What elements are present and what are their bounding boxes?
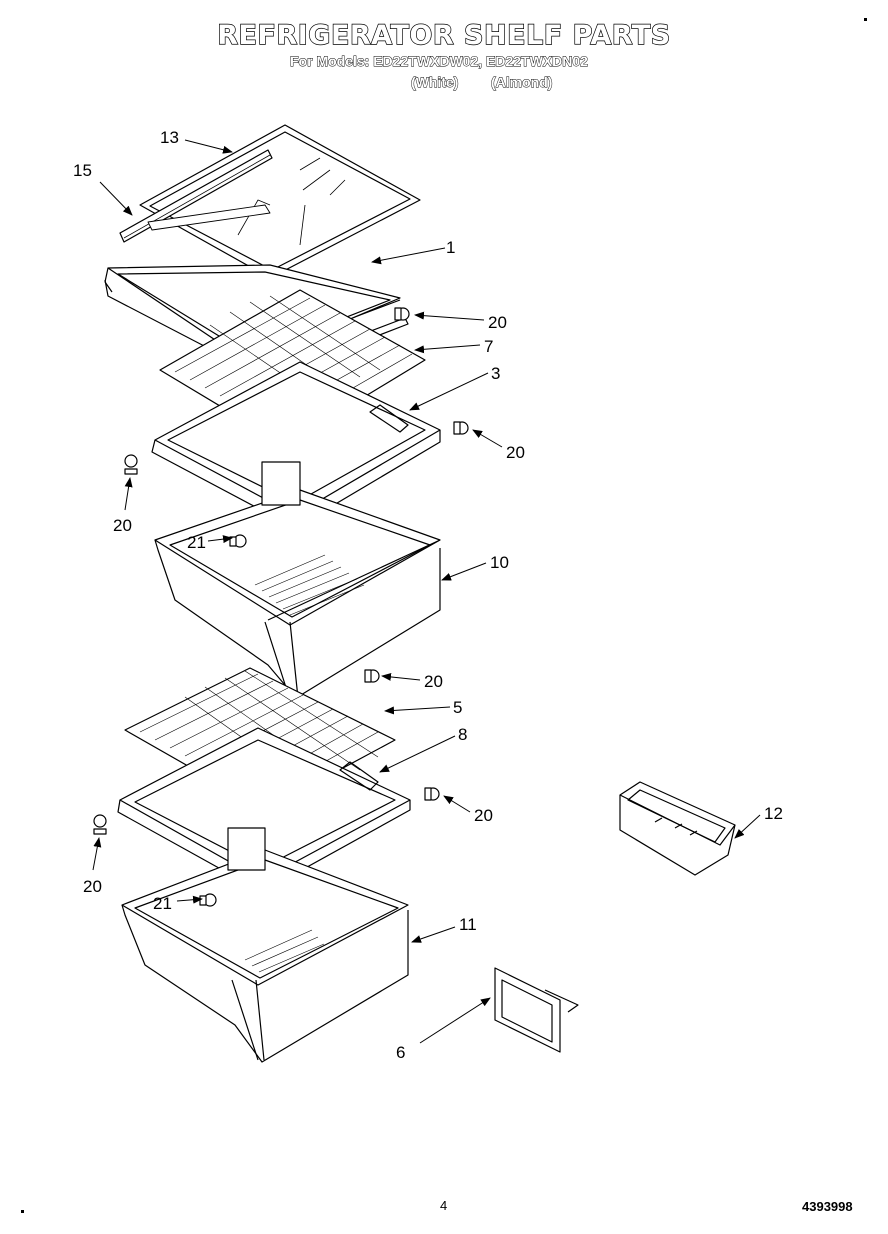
callout-11: 11 — [459, 915, 477, 934]
callout-20-a: 20 — [488, 313, 507, 332]
leader-3 — [409, 372, 489, 411]
upper-crisper-drawer-part — [154, 461, 441, 701]
callout-10: 10 — [490, 553, 509, 572]
leader-20-b — [472, 429, 503, 448]
callout-1: 1 — [446, 238, 455, 257]
fastener-20-f — [93, 814, 107, 835]
fastener-21-a — [229, 534, 247, 548]
leader-20-f — [92, 837, 102, 871]
models-line: For Models: ED22TWXDW02, ED22TWXDN02 — [290, 53, 589, 70]
label-frame-part — [494, 967, 579, 1053]
leader-6 — [419, 997, 491, 1044]
door-bin-part — [619, 781, 736, 876]
leader-10 — [441, 562, 487, 581]
callout-7: 7 — [484, 337, 493, 356]
leader-11 — [411, 926, 456, 943]
variant-almond: (Almond) — [491, 74, 553, 91]
callout-20-c: 20 — [113, 516, 132, 535]
variant-white: (White) — [411, 74, 459, 91]
crisper-cover-frame-part — [151, 361, 441, 529]
fastener-21-b — [199, 893, 217, 907]
leader-15 — [99, 181, 133, 216]
page-title: REFRIGERATOR SHELF PARTS — [217, 19, 671, 51]
callout-5: 5 — [453, 698, 462, 717]
leader-13 — [184, 139, 233, 154]
callout-6: 6 — [396, 1043, 405, 1062]
lower-cover-frame-part — [117, 727, 411, 893]
trim-strip-part — [119, 149, 273, 243]
callout-3: 3 — [491, 364, 500, 383]
leader-12 — [734, 814, 761, 839]
fastener-20-a — [394, 307, 410, 321]
leader-5 — [384, 706, 451, 715]
callout-12: 12 — [764, 804, 783, 823]
callout-20-e: 20 — [474, 806, 493, 825]
corner-mark-bottom-left — [21, 1210, 24, 1213]
callout-8: 8 — [458, 725, 467, 744]
callout-21-a: 21 — [187, 533, 206, 552]
leader-20-c — [124, 477, 133, 511]
leader-20-d — [381, 672, 421, 681]
leader-21-b — [176, 895, 203, 904]
glass-shelf-part — [139, 124, 421, 279]
callout-20-b: 20 — [506, 443, 525, 462]
leader-20-e — [443, 795, 471, 813]
corner-mark-top-right — [864, 18, 867, 21]
callout-21-b: 21 — [153, 894, 172, 913]
leader-8 — [379, 735, 456, 773]
leader-7 — [414, 344, 481, 354]
fastener-20-d — [364, 669, 380, 683]
leader-20-a — [414, 311, 485, 321]
page-number: 4 — [440, 1198, 448, 1213]
fastener-20-c — [124, 454, 138, 475]
fastener-20-e — [424, 787, 440, 801]
callout-20-d: 20 — [424, 672, 443, 691]
callout-15: 15 — [73, 161, 92, 180]
callout-20-f: 20 — [83, 877, 102, 896]
leader-21-a — [207, 535, 233, 544]
doc-number: 4393998 — [802, 1199, 853, 1214]
callout-13: 13 — [160, 128, 179, 147]
leader-1 — [371, 247, 446, 265]
fastener-20-b — [453, 421, 469, 435]
lower-crisper-drawer-part — [121, 827, 409, 1063]
